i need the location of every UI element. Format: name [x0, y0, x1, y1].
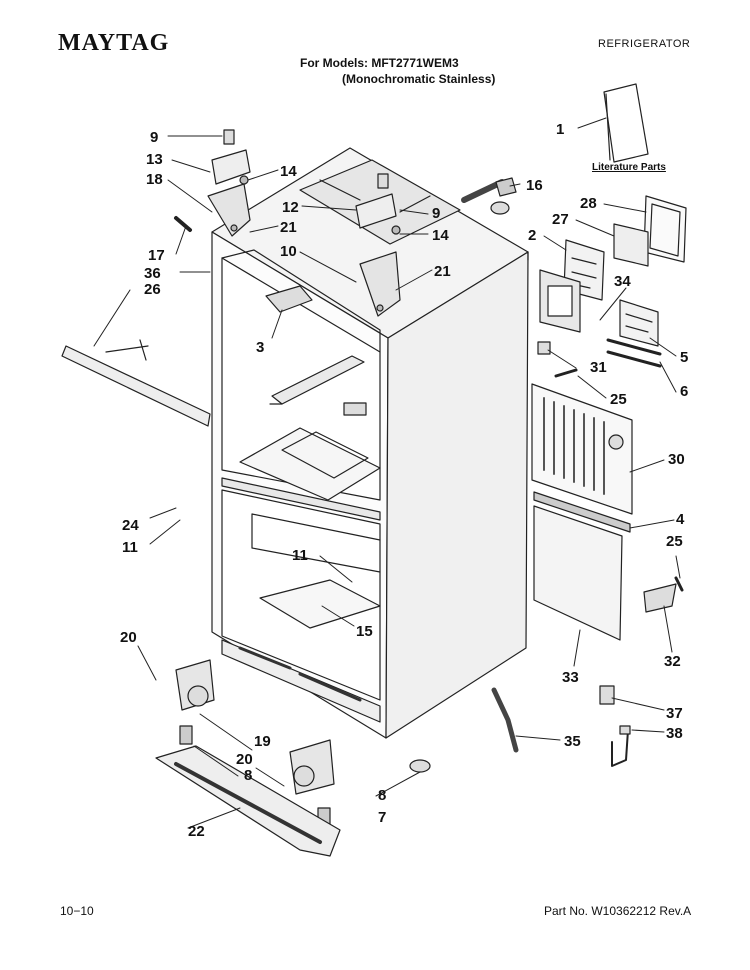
leader-lines — [93, 117, 681, 829]
model-info: For Models: MFT2771WEM3 (Monochromatic S… — [300, 55, 495, 87]
callout-20-lower: 20 — [236, 751, 253, 768]
callout-6: 6 — [680, 383, 688, 400]
rails-6 — [606, 338, 662, 368]
literature-parts-label: Literature Parts — [592, 162, 666, 173]
callout-13: 13 — [146, 151, 163, 168]
callout-4: 4 — [676, 511, 685, 528]
callout-27: 27 — [552, 211, 569, 228]
cover-28 — [643, 195, 687, 263]
thermistor-38 — [611, 725, 631, 767]
callout-25: 25 — [610, 391, 627, 408]
callout-20: 20 — [120, 629, 137, 646]
brand-logo: MAYTAG — [58, 30, 170, 56]
model-finish: (Monochromatic Stainless) — [342, 72, 496, 86]
model-number: For Models: MFT2771WEM3 — [300, 56, 459, 70]
callout-14-right: 14 — [432, 227, 449, 244]
callout-28: 28 — [580, 195, 597, 212]
callout-30: 30 — [668, 451, 685, 468]
callout-9-right: 9 — [432, 205, 440, 222]
water-valve — [461, 177, 517, 215]
callout-32: 32 — [664, 653, 681, 670]
cord-35 — [491, 687, 519, 753]
clamp-32 — [643, 576, 684, 613]
callout-8-right: 8 — [378, 787, 386, 804]
upper-hinge-right — [355, 173, 401, 317]
callout-22: 22 — [188, 823, 205, 840]
grille-30 — [531, 383, 633, 515]
callout-labels: 9 13 18 14 12 21 9 14 16 1 28 27 2 17 36… — [120, 121, 688, 840]
callout-21-right: 21 — [434, 263, 451, 280]
control-board-5 — [619, 299, 659, 347]
ring-7 — [409, 759, 431, 773]
callout-16: 16 — [526, 177, 543, 194]
callout-18: 18 — [146, 171, 163, 188]
callout-11-lower: 11 — [292, 547, 308, 564]
upper-hinge-left — [207, 129, 251, 237]
thermistor-37 — [599, 685, 615, 705]
callout-25-lower: 25 — [666, 533, 683, 550]
control-housing-34 — [539, 269, 581, 333]
callout-14: 14 — [280, 163, 297, 180]
callout-12: 12 — [282, 199, 299, 216]
callout-35: 35 — [564, 733, 581, 750]
cabinet — [211, 147, 529, 739]
callout-24: 24 — [122, 517, 139, 534]
callout-36: 36 — [144, 265, 161, 282]
callout-38: 38 — [666, 725, 683, 742]
callout-9: 9 — [150, 129, 158, 146]
lower-hinge-right — [289, 739, 335, 827]
callout-2: 2 — [528, 227, 536, 244]
callout-8: 8 — [244, 767, 252, 784]
callout-37: 37 — [666, 705, 683, 722]
callout-5: 5 — [680, 349, 688, 366]
lower-hinge-left — [175, 659, 215, 745]
callout-21: 21 — [280, 219, 297, 236]
part-number: Part No. W10362212 Rev.A — [544, 904, 692, 918]
callout-26: 26 — [144, 281, 161, 298]
callout-10: 10 — [280, 243, 297, 260]
callout-1: 1 — [556, 121, 564, 138]
screw-25 — [554, 368, 578, 378]
callout-19: 19 — [254, 733, 271, 750]
callout-17: 17 — [148, 247, 165, 264]
callout-7: 7 — [378, 809, 386, 826]
category-label: REFRIGERATOR — [598, 38, 691, 50]
door-hinge-pin-17 — [174, 216, 192, 232]
callout-11: 11 — [122, 539, 138, 556]
callout-15: 15 — [356, 623, 373, 640]
base-rail-22 — [155, 745, 341, 857]
callout-34: 34 — [614, 273, 631, 290]
front-panel-33 — [533, 505, 623, 641]
clip-31 — [537, 341, 551, 355]
callout-3: 3 — [256, 339, 264, 356]
bracket-27 — [613, 223, 649, 267]
callout-31: 31 — [590, 359, 607, 376]
callout-33: 33 — [562, 669, 579, 686]
light-switch-3 — [265, 285, 313, 313]
strip-4 — [533, 491, 631, 533]
literature-booklet — [603, 83, 649, 163]
revision-date: 10−10 — [60, 904, 94, 918]
toe-grille-26 — [61, 339, 211, 427]
